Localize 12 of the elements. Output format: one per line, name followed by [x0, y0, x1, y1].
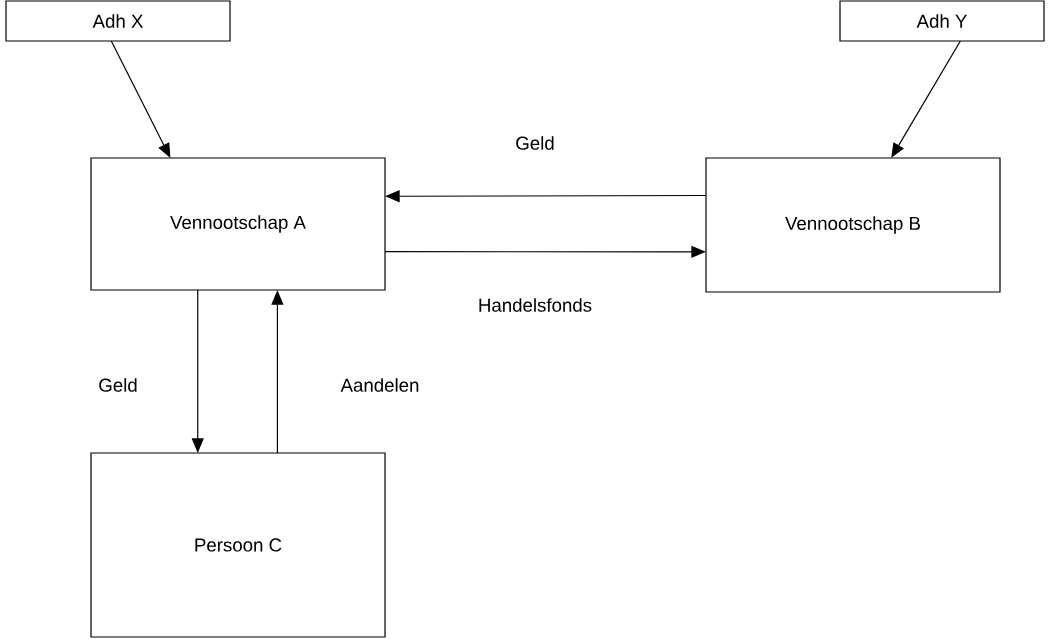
box: Adh Y — [839, 0, 1045, 42]
box: Persoon C — [90, 452, 386, 638]
arrow — [271, 290, 284, 454]
edge-label: Handelsfonds — [476, 296, 594, 314]
arrow — [110, 40, 171, 158]
arrow — [891, 40, 961, 158]
box: Vennootschap A — [90, 157, 386, 291]
edge-label: Geld — [96, 376, 140, 394]
box: Adh X — [5, 0, 231, 42]
edge-label: Geld — [513, 134, 557, 152]
box: Vennootschap B — [705, 157, 1001, 293]
edge-label: Aandelen — [339, 376, 421, 394]
